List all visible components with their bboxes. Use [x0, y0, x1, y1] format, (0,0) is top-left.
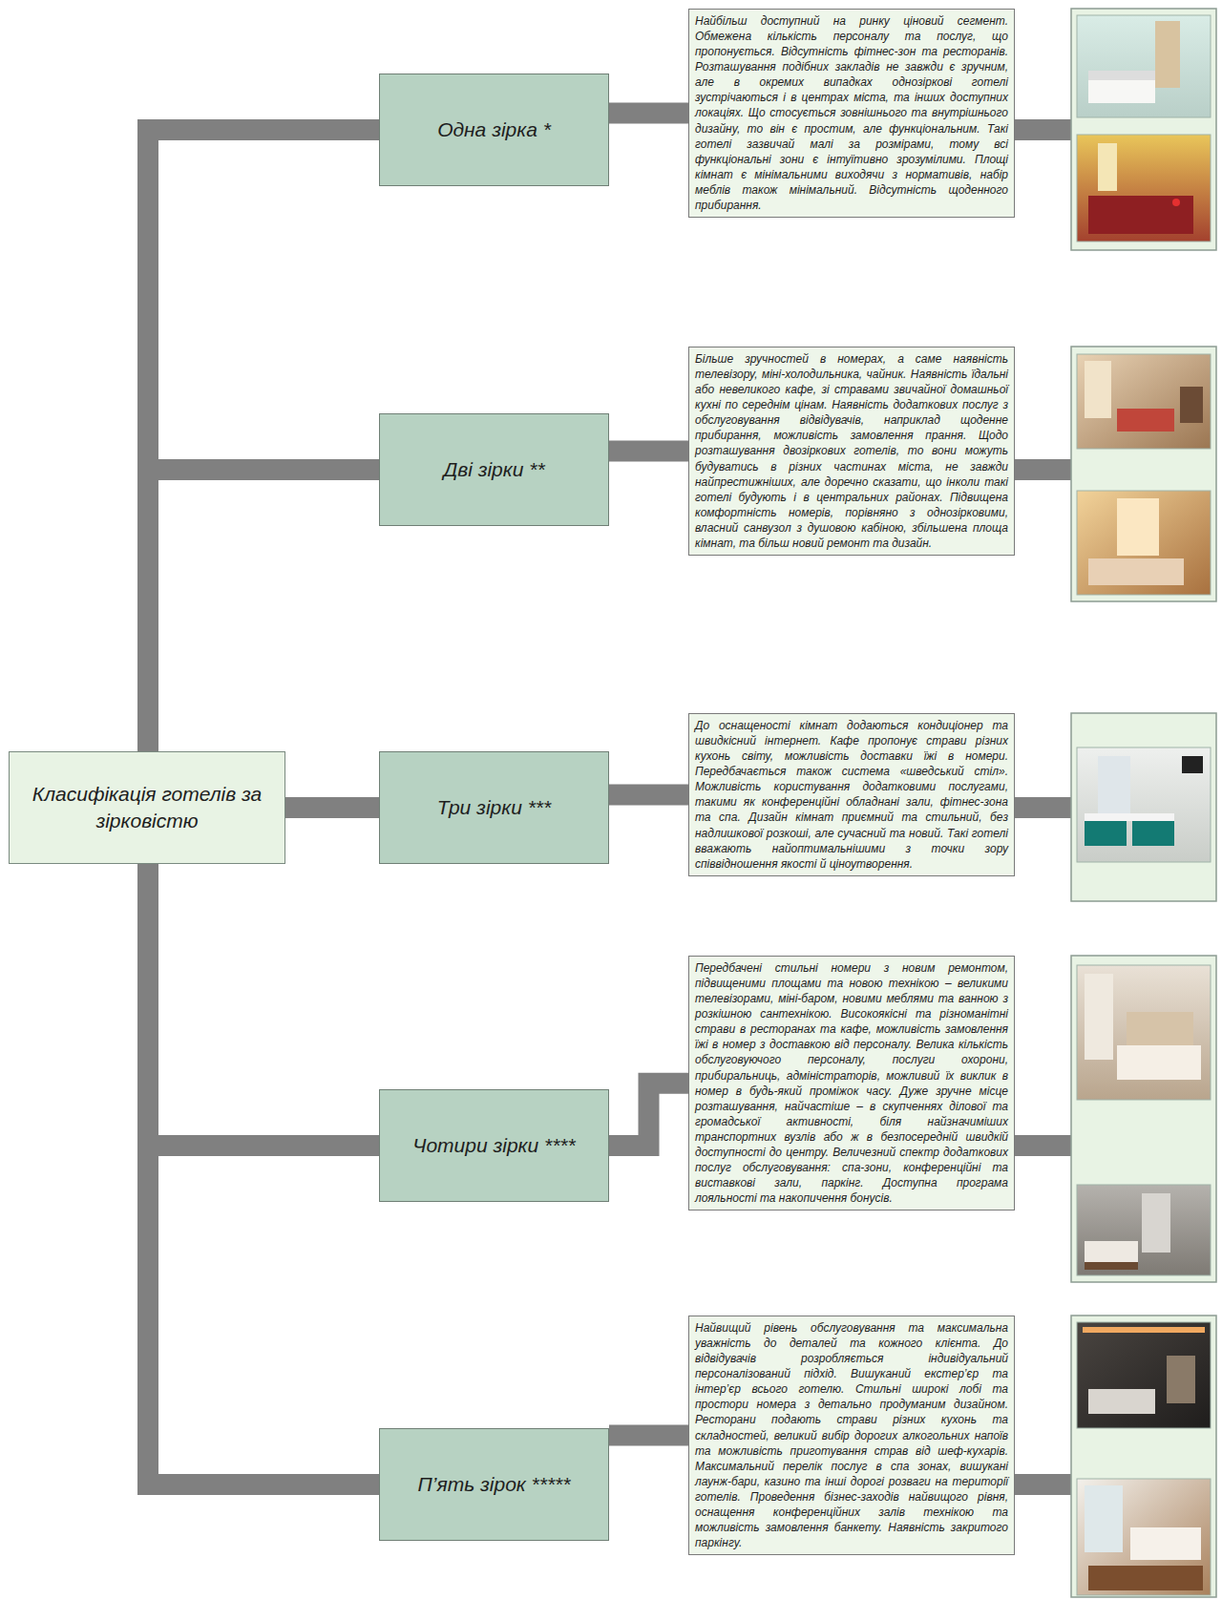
root-box: Класифікація готелів за зірковістю: [8, 751, 286, 864]
branch-connector: [609, 1083, 689, 1146]
node-text: Класифікація готелів за зірковістю: [22, 780, 272, 836]
room-photo: [1076, 354, 1211, 449]
branch-connector: [147, 129, 380, 752]
category-box: Дві зірки **: [379, 413, 610, 527]
node-text: Більше зручностей в номерах, а саме наяв…: [695, 351, 1009, 551]
node-text: Одна зірка *: [437, 116, 551, 144]
branch-connector: [147, 469, 380, 752]
category-box: Три зірки ***: [379, 751, 610, 864]
branch-connector: [609, 1425, 689, 1447]
category-box: Одна зірка *: [379, 73, 610, 187]
photo-frame: [1071, 8, 1217, 1598]
room-photo: [1076, 15, 1211, 118]
node-text: П’ять зірок *****: [418, 1471, 571, 1498]
branch-connector: [609, 783, 689, 805]
node-text: Дві зірки **: [442, 456, 545, 484]
description-box: До оснащеності кімнат додаються кондиціо…: [688, 713, 1015, 877]
category-box: Чотири зірки ****: [379, 1089, 610, 1202]
node-text: Найбільш доступний на ринку ціновий сегм…: [695, 13, 1009, 213]
node-text: Найвищий рівень обслуговування та максим…: [695, 1320, 1009, 1551]
category-box: П’ять зірок *****: [379, 1428, 610, 1541]
description-box: Найвищий рівень обслуговування та максим…: [688, 1315, 1015, 1556]
room-photo: [1076, 1322, 1211, 1429]
branch-connector: [609, 441, 689, 463]
room-photo: [1076, 747, 1211, 863]
node-text: Три зірки ***: [437, 794, 551, 822]
node-text: До оснащеності кімнат додаються кондиціо…: [695, 717, 1009, 872]
branch-connector: [285, 797, 380, 819]
branch-connector: [147, 863, 380, 1146]
branch-connector: [147, 863, 380, 1485]
branch-connector: [609, 103, 689, 125]
photo-connector: [1014, 119, 1072, 1496]
description-box: Більше зручностей в номерах, а саме наяв…: [688, 346, 1015, 556]
room-photo: [1076, 1184, 1211, 1276]
node-text: Чотири зірки ****: [412, 1132, 575, 1159]
description-box: Передбачені стильні номери з новим ремон…: [688, 955, 1015, 1211]
room-photo: [1076, 1478, 1211, 1596]
room-photo: [1076, 965, 1211, 1100]
room-photo: [1076, 134, 1211, 242]
room-photo: [1076, 490, 1211, 595]
description-box: Найбільш доступний на ринку ціновий сегм…: [688, 8, 1015, 218]
node-text: Передбачені стильні номери з новим ремон…: [695, 960, 1009, 1206]
